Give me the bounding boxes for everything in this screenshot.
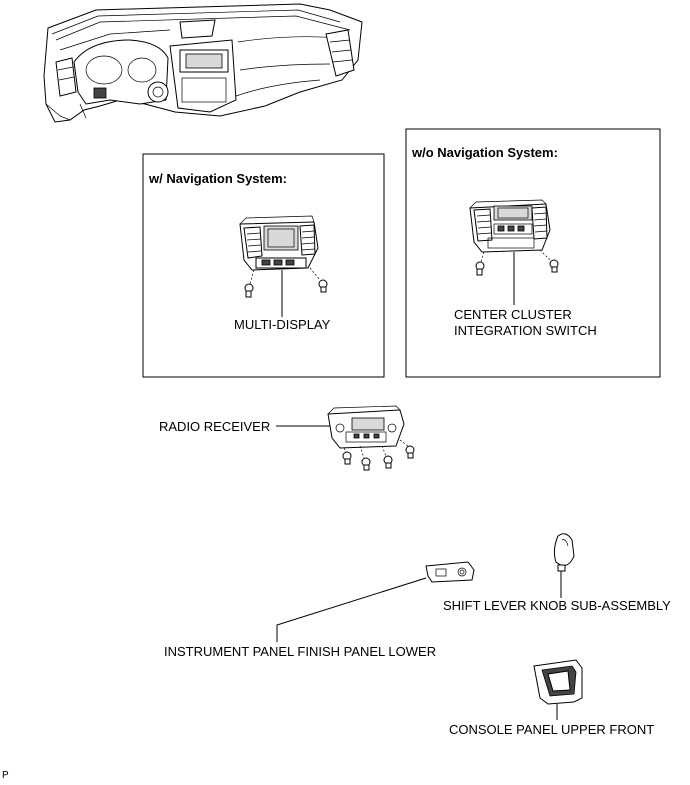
screw — [381, 445, 393, 469]
with-navigation-title: w/ Navigation System: — [149, 171, 287, 186]
without-navigation-box — [405, 128, 661, 378]
screw — [342, 447, 352, 465]
without-navigation-title: w/o Navigation System: — [412, 145, 558, 160]
center-cluster-label-line2: INTEGRATION SWITCH — [454, 323, 597, 338]
instrument-panel-finish-leader — [276, 577, 427, 642]
radio-receiver-illustration — [327, 405, 415, 471]
instrument-panel-finish-illustration — [425, 561, 475, 583]
screw — [475, 251, 485, 276]
screw — [244, 269, 255, 298]
with-navigation-box — [142, 153, 385, 378]
console-panel-label: CONSOLE PANEL UPPER FRONT — [449, 722, 655, 737]
figure-code: P — [2, 770, 9, 781]
multi-display-label: MULTI-DISPLAY — [234, 317, 331, 332]
screw — [309, 267, 328, 293]
console-panel-illustration — [533, 659, 583, 705]
screw — [539, 249, 559, 273]
instrument-panel-finish-label: INSTRUMENT PANEL FINISH PANEL LOWER — [164, 644, 437, 659]
center-cluster-illustration — [469, 199, 559, 276]
multi-display-illustration — [239, 215, 328, 298]
shift-lever-knob-illustration — [553, 533, 575, 572]
center-cluster-label-line1: CENTER CLUSTER — [454, 307, 572, 322]
shift-lever-knob-label: SHIFT LEVER KNOB SUB-ASSEMBLY — [443, 598, 671, 613]
screw — [399, 439, 415, 459]
instrument-panel-illustration — [43, 3, 363, 123]
screw — [359, 445, 371, 471]
radio-receiver-label: RADIO RECEIVER — [159, 419, 271, 434]
